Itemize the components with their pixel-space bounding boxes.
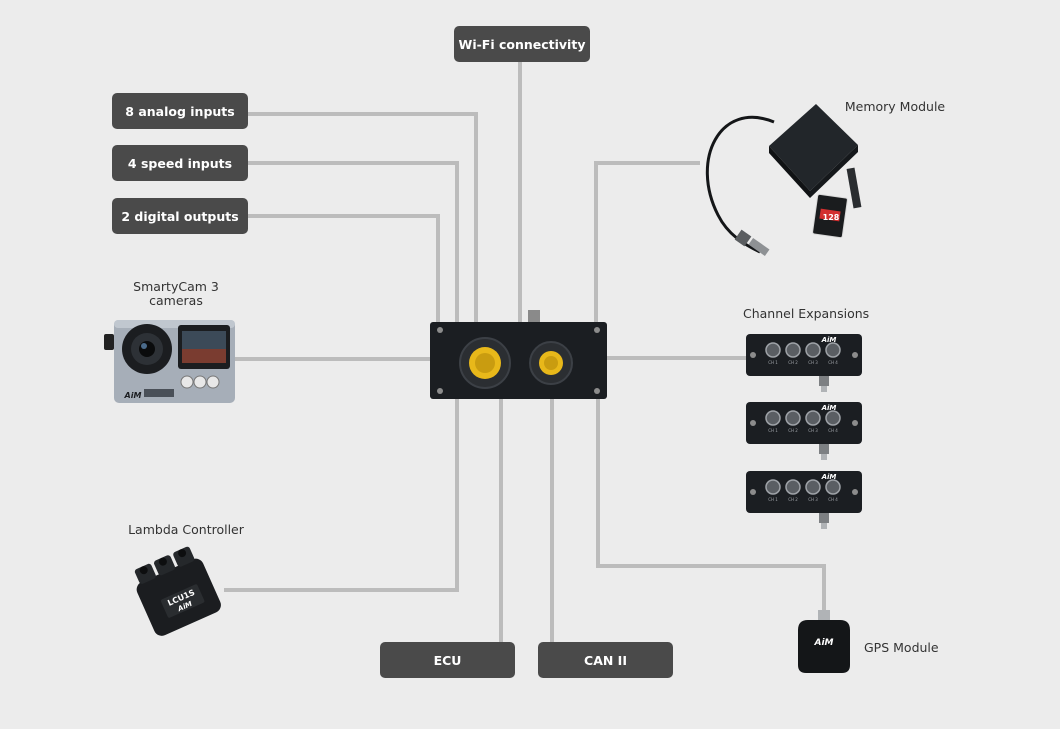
expansion-1-ch3: CH 3 bbox=[808, 360, 818, 365]
expansion-1-ch1: CH 1 bbox=[768, 360, 778, 365]
connection-lines bbox=[224, 60, 826, 642]
expansion-1-ch2: CH 2 bbox=[788, 360, 798, 365]
expansion-3-ch2: CH 2 bbox=[788, 497, 798, 502]
can-ii-label: CAN II bbox=[538, 642, 673, 678]
gps-module-label: GPS Module bbox=[864, 640, 939, 655]
line-digital bbox=[248, 214, 440, 322]
expansion-3-ch1: CH 1 bbox=[768, 497, 778, 502]
channel-expansion-1 bbox=[746, 334, 862, 392]
expansion-3-ch3: CH 3 bbox=[808, 497, 818, 502]
expansion-1-ch4: CH 4 bbox=[828, 360, 838, 365]
line-lambda bbox=[224, 398, 459, 592]
channel-expansions-label: Channel Expansions bbox=[743, 306, 870, 321]
expansion-2-ch4: CH 4 bbox=[828, 428, 838, 433]
channel-expansion-text: AiM CH 1 CH 2 CH 3 CH 4 AiM CH 1 CH 2 CH… bbox=[768, 336, 838, 502]
sd-card-capacity: 128 bbox=[823, 213, 840, 222]
digital-outputs-label: 2 digital outputs bbox=[112, 198, 248, 234]
memory-module-label: Memory Module bbox=[844, 99, 946, 114]
smartycam-image bbox=[104, 320, 235, 403]
expansion-3-logo: AiM bbox=[821, 473, 837, 481]
smartycam-logo: AiM bbox=[124, 391, 142, 400]
expansion-1-logo: AiM bbox=[821, 336, 837, 344]
lambda-controller-label: Lambda Controller bbox=[128, 522, 244, 537]
line-analog bbox=[248, 112, 478, 322]
smartycam-label-line2: cameras bbox=[149, 293, 203, 308]
lambda-controller-image bbox=[134, 546, 221, 636]
smartycam-label-line1: SmartyCam 3 bbox=[133, 279, 219, 294]
expansion-2-ch1: CH 1 bbox=[768, 428, 778, 433]
gps-module-image bbox=[798, 610, 850, 673]
channel-expansion-3 bbox=[746, 471, 862, 529]
expansion-2-ch3: CH 3 bbox=[808, 428, 818, 433]
channel-expansion-2 bbox=[746, 402, 862, 460]
memory-module-image bbox=[705, 104, 862, 257]
ecu-label: ECU bbox=[380, 642, 515, 678]
line-memory bbox=[594, 161, 700, 322]
speed-inputs-label: 4 speed inputs bbox=[112, 145, 248, 181]
line-gps bbox=[596, 398, 826, 612]
expansion-2-logo: AiM bbox=[821, 404, 837, 412]
expansion-2-ch2: CH 2 bbox=[788, 428, 798, 433]
data-logger-hub bbox=[430, 310, 607, 399]
expansion-3-ch4: CH 4 bbox=[828, 497, 838, 502]
wifi-connectivity-label: Wi-Fi connectivity bbox=[454, 26, 590, 62]
line-speed bbox=[248, 161, 459, 322]
analog-inputs-label: 8 analog inputs bbox=[112, 93, 248, 129]
gps-logo: AiM bbox=[813, 638, 833, 648]
